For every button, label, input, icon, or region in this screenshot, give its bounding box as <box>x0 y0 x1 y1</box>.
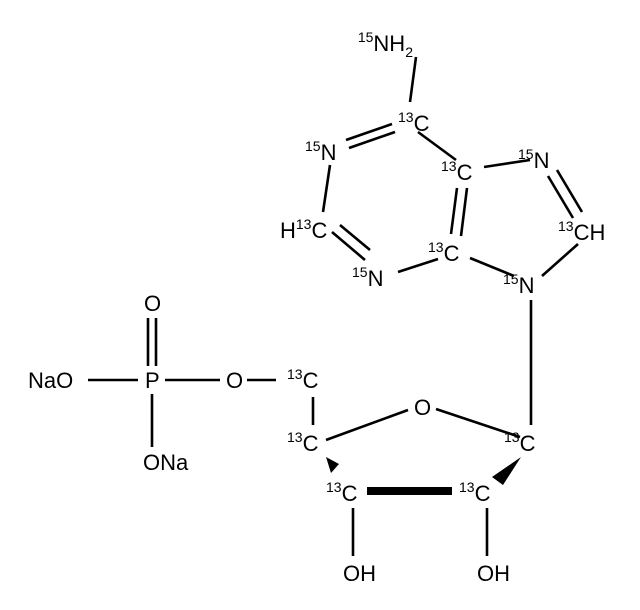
isotope-label: 13 <box>296 216 312 232</box>
atom-n3: 15N <box>352 264 383 291</box>
isotope-label: 13 <box>441 158 457 174</box>
atom-p: P <box>145 368 160 393</box>
bond-n1-c2 <box>321 164 332 213</box>
atom-c5: 13C <box>441 158 473 185</box>
atom-ona-bottom: ONa <box>143 450 189 475</box>
wedge-c2p-c1p <box>492 457 521 485</box>
atom-symbol: NH <box>373 31 405 56</box>
atom-c5p: 13C <box>287 366 319 393</box>
atom-c6: 13C <box>398 109 430 136</box>
bond-c4-c5 <box>459 187 469 237</box>
wedge-c4p-c3p <box>326 457 339 473</box>
atom-o5p: O <box>226 368 243 393</box>
bonds <box>88 56 584 556</box>
atom-c3p: 13C <box>326 479 358 506</box>
isotope-label: 15 <box>503 271 519 287</box>
atom-c2: H13C <box>280 216 327 243</box>
hydrogen-label: H <box>280 218 296 243</box>
isotope-label: 13 <box>558 218 574 234</box>
bond-c4-c5-double <box>449 187 459 235</box>
bond-n6-c6 <box>408 56 418 103</box>
isotope-label: 13 <box>428 239 444 255</box>
isotope-label: 15 <box>358 29 374 45</box>
isotope-label: 13 <box>326 479 342 495</box>
atom-o4p: O <box>414 395 431 420</box>
bond-c8-n9 <box>541 243 579 277</box>
atom-symbol: C <box>520 431 536 456</box>
atom-c4: 13C <box>428 239 460 266</box>
atom-symbol: CH <box>574 220 606 245</box>
isotope-label: 13 <box>287 366 303 382</box>
atom-c2p: 13C <box>459 479 491 506</box>
atom-labels: 15NH2 13C 15N 13C 15N 13CH H13C 15N 13C … <box>28 29 605 586</box>
atom-symbol: C <box>311 218 327 243</box>
bold-bond-c3p-c2p <box>367 487 452 495</box>
atom-c4p: 13C <box>287 429 319 456</box>
bond-n3-c4 <box>397 257 439 274</box>
atom-symbol: N <box>534 148 550 173</box>
atom-symbol: N <box>321 140 337 165</box>
bond-c2-n3 <box>331 231 366 261</box>
bond-n7-c8 <box>546 175 575 219</box>
bond-c4-n9 <box>469 256 515 278</box>
atom-symbol: C <box>414 111 430 136</box>
bond-c2-n3-double <box>339 224 371 251</box>
isotope-label: 13 <box>504 429 520 445</box>
atom-ona-left: NaO <box>28 368 73 393</box>
atom-symbol: N <box>519 273 535 298</box>
bond-o4p-c4p <box>325 408 409 442</box>
atom-c1p: 13C <box>504 429 536 456</box>
isotope-label: 15 <box>352 264 368 280</box>
atom-n7: 15N <box>518 146 549 173</box>
isotope-label: 13 <box>459 479 475 495</box>
atom-symbol: C <box>457 160 473 185</box>
isotope-label: 13 <box>287 429 303 445</box>
atom-symbol: C <box>475 481 491 506</box>
atom-o-double: O <box>144 291 161 316</box>
bond-c6-n1-double <box>348 130 396 150</box>
atom-c8: 13CH <box>558 218 605 245</box>
atom-oh2: OH <box>477 561 510 586</box>
atom-n1: 15N <box>305 138 336 165</box>
atom-oh3: OH <box>343 561 376 586</box>
bond-c6-c5 <box>417 130 457 162</box>
atom-symbol: C <box>444 241 460 266</box>
isotope-label: 13 <box>398 109 414 125</box>
bond-c6-n1 <box>345 122 393 142</box>
atom-n9: 15N <box>503 271 534 298</box>
atom-n6: 15NH2 <box>358 29 413 60</box>
atom-symbol: N <box>368 266 384 291</box>
atom-symbol: C <box>303 431 319 456</box>
bond-n7-c8-double <box>555 169 584 213</box>
isotope-label: 15 <box>518 146 534 162</box>
bond-c5-n7 <box>483 158 531 169</box>
subscript: 2 <box>405 44 413 60</box>
atom-symbol: C <box>342 481 358 506</box>
bond-c1p-o4p <box>435 407 521 439</box>
isotope-label: 15 <box>305 138 321 154</box>
atom-symbol: C <box>303 368 319 393</box>
